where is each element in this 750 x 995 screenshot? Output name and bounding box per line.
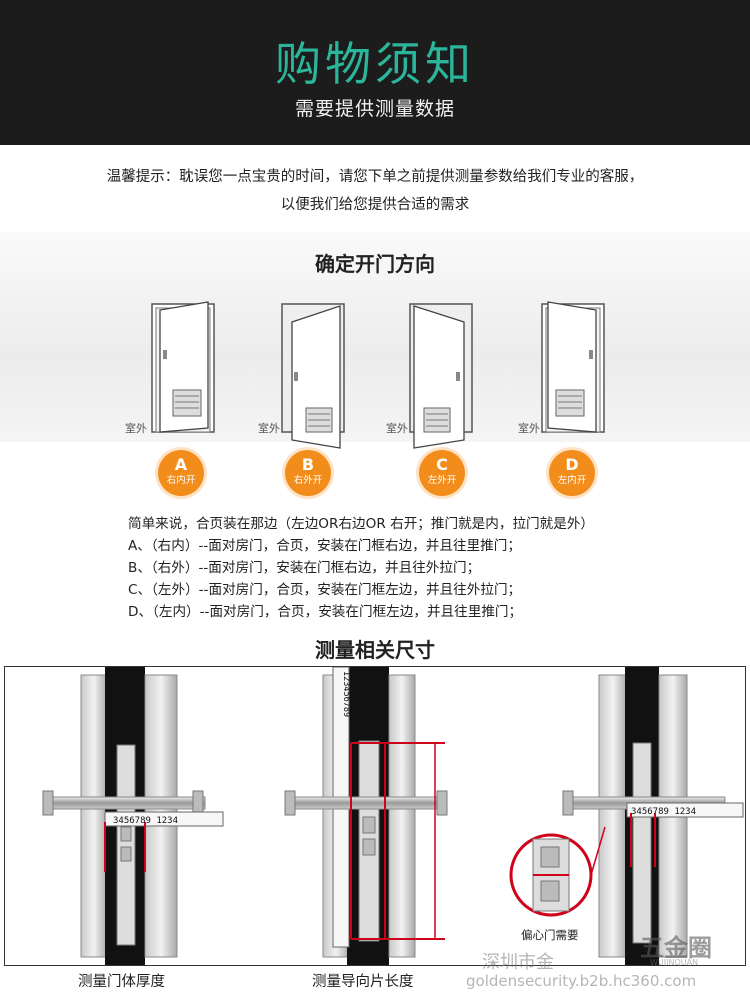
- badge-d-letter: D: [565, 455, 579, 474]
- description-a: A、（右内）--面对房门，合页，安装在门框右边，并且往里推门；: [128, 538, 521, 554]
- watermark-logo-en: WUJINQUAN: [650, 958, 699, 967]
- description-b: B、（右外）--面对房门，安装在门框右边，并且往外拉门；: [128, 560, 481, 576]
- measurement-photos-panel: 3456789 1234 3456789 1234 123456789 偏心门需…: [4, 666, 746, 966]
- zoom-label: 偏心门需要: [521, 928, 579, 942]
- caption-guide-plate-length: 测量导向片长度: [312, 974, 414, 990]
- photo-door-thickness: [42, 667, 224, 965]
- ruler-h-label-2: 3456789 1234: [631, 807, 696, 817]
- description-d: D、（左内）--面对房门，合页，安装在门框左边，并且往里推门；: [128, 604, 523, 620]
- door-c-illustration: [408, 292, 478, 457]
- door-direction-band: [0, 232, 750, 442]
- door-b-illustration: [280, 292, 350, 457]
- ruler-v-label: 123456789: [341, 671, 351, 717]
- photo-eccentric-door: [509, 667, 744, 965]
- badge-c: C 左外开: [419, 450, 465, 496]
- page-subtitle: 需要提供测量数据: [294, 98, 455, 120]
- outside-label-c: 室外: [386, 422, 408, 435]
- badge-a-letter: A: [174, 455, 188, 474]
- outside-label-b: 室外: [258, 422, 280, 435]
- header-banner: 购物须知 需要提供测量数据: [0, 0, 750, 145]
- badge-b-letter: B: [301, 455, 315, 474]
- badge-d: D 左内开: [549, 450, 595, 496]
- photo-guide-plate-length: [284, 666, 448, 965]
- ruler-h-label: 3456789 1234: [113, 816, 178, 826]
- description-summary: 简单来说，合页装在那边（左边OR右边OR 右开；推门就是内，拉门就是外）: [128, 516, 595, 532]
- watermark-url: goldensecurity.b2b.hc360.com: [466, 972, 697, 990]
- badge-c-label: 左外开: [427, 475, 457, 486]
- badge-c-letter: C: [436, 455, 448, 474]
- caption-door-thickness: 测量门体厚度: [78, 974, 165, 990]
- description-c: C、（左外）--面对房门，合页，安装在门框左边，并且往外拉门；: [128, 582, 522, 598]
- watermark-company: 深圳市金: [482, 952, 554, 973]
- tip-line-1: 温馨提示：耽误您一点宝贵的时间，请您下单之前提供测量参数给我们专业的客服，: [106, 169, 644, 185]
- watermark-logo: 五金圈: [640, 934, 712, 962]
- badge-d-label: 左内开: [557, 475, 587, 486]
- door-d-illustration: [540, 292, 610, 442]
- door-a-illustration: [150, 292, 220, 442]
- outside-label-a: 室外: [125, 422, 147, 435]
- outside-label-d: 室外: [518, 422, 540, 435]
- page-title: 购物须知: [275, 37, 475, 91]
- measure-section-title: 测量相关尺寸: [315, 638, 435, 662]
- badge-a: A 右内开: [158, 450, 204, 496]
- badge-b-label: 右外开: [293, 475, 323, 486]
- direction-section-title: 确定开门方向: [315, 252, 435, 276]
- tip-line-2: 以便我们给您提供合适的需求: [280, 197, 470, 213]
- badge-a-label: 右内开: [166, 475, 196, 486]
- badge-b: B 右外开: [285, 450, 331, 496]
